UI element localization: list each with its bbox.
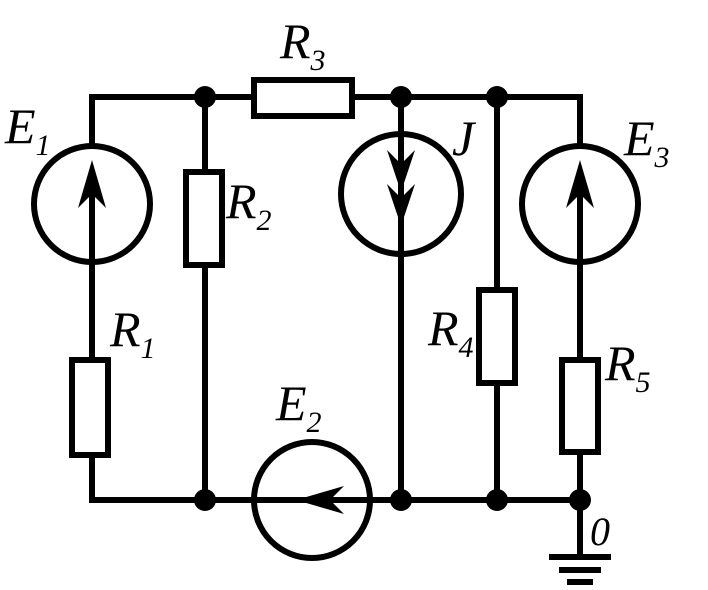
label-e2: E2: [275, 375, 322, 439]
resistor-r1: [69, 357, 111, 458]
resistor-r2: [183, 169, 225, 268]
voltage-source-e1: [31, 143, 153, 265]
label-r1: R1: [109, 301, 156, 365]
node-dot: [194, 86, 216, 108]
resistor-r5: [559, 357, 601, 455]
down-arrow-icon: [387, 184, 415, 226]
ground-symbol: [549, 554, 611, 585]
up-arrow-icon: [78, 160, 106, 208]
left-arrow-icon: [296, 486, 344, 514]
node-dot: [390, 489, 412, 511]
label-r2: R2: [225, 173, 272, 237]
resistor-r4: [476, 287, 518, 386]
label-r5: R5: [604, 335, 651, 399]
down-arrow-icon: [387, 150, 415, 192]
current-source-j: [338, 97, 464, 257]
node-dot: [486, 489, 508, 511]
voltage-source-e3: [519, 143, 641, 265]
wires: [89, 94, 583, 558]
node-dot: [390, 86, 412, 108]
label-ground-node: 0: [590, 509, 610, 554]
node-dot: [486, 86, 508, 108]
node-dot: [194, 489, 216, 511]
label-j: J: [452, 110, 477, 166]
label-e3: E3: [623, 110, 670, 174]
label-r3: R3: [279, 13, 326, 77]
up-arrow-icon: [566, 160, 594, 208]
resistor-r3: [251, 77, 355, 119]
label-r4: R4: [427, 300, 474, 364]
label-e1: E1: [4, 98, 51, 162]
node-dot: [569, 489, 591, 511]
junction-nodes: [194, 86, 591, 511]
voltage-source-e2: [251, 439, 373, 561]
